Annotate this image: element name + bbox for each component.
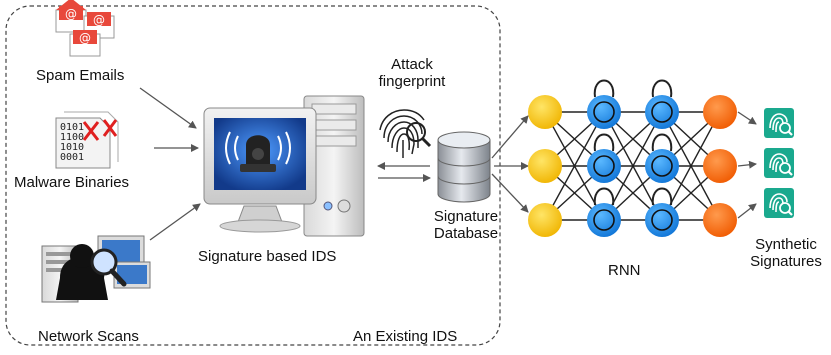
rnn-node-inner-ring [593, 101, 615, 123]
arrow-db-to-rnn-1 [491, 115, 529, 159]
rnn-node-hidden [587, 95, 621, 129]
rnn-recurrent-loop [651, 79, 673, 98]
svg-text:@: @ [93, 13, 105, 27]
fingerprint-icon [379, 109, 432, 158]
attack-fingerprint-line2: fingerprint [378, 73, 446, 90]
rnn-node-input [528, 95, 562, 129]
rnn-recurrent-loop [651, 187, 673, 206]
spam-emails-icon: @ @ @ [55, 0, 115, 57]
arrow-out-1 [737, 111, 757, 125]
synthetic-signatures-icons [764, 108, 794, 218]
rnn-node-inner-ring [593, 155, 615, 177]
rnn-node-output [703, 203, 737, 237]
signature-database-line2: Database [433, 225, 499, 242]
signature-database-label: Signature Database [430, 208, 502, 242]
signature-based-ids-label: Signature based IDS [198, 248, 337, 265]
arrow-scans-to-ids [149, 203, 201, 241]
rnn-recurrent-loop [593, 133, 615, 152]
binary-line-3: 1010 [60, 142, 84, 153]
signature-database-line1: Signature [433, 208, 499, 225]
arrow-spam-to-ids [139, 87, 197, 129]
network-scans-icon [41, 235, 151, 303]
binary-line-4: 0001 [60, 152, 84, 163]
binary-line-1: 0101 [60, 122, 84, 133]
rnn-node-hidden [587, 203, 621, 237]
rnn-node-input [528, 203, 562, 237]
rnn-recurrent-loops [593, 79, 673, 206]
rnn-recurrent-loop [593, 79, 615, 98]
spam-emails-label: Spam Emails [36, 67, 125, 84]
svg-text:@: @ [79, 31, 91, 45]
malware-binaries-label: Malware Binaries [14, 174, 130, 191]
rnn-recurrent-loop [593, 187, 615, 206]
computer-ids-icon [203, 95, 365, 237]
signature-database-icon [437, 131, 491, 203]
synthetic-signatures-line1: Synthetic [755, 236, 817, 253]
arrow-db-to-rnn-3 [491, 173, 529, 213]
rnn-node-inner-ring [651, 209, 673, 231]
arrow-out-3 [737, 203, 757, 219]
rnn-nodes [528, 95, 737, 237]
rnn-node-output [703, 95, 737, 129]
synthetic-signatures-label: Synthetic Signatures [744, 236, 828, 270]
rnn-recurrent-loop [651, 133, 673, 152]
svg-text:@: @ [65, 7, 77, 21]
attack-fingerprint-label: Attack fingerprint [372, 56, 452, 90]
rnn-node-hidden [587, 149, 621, 183]
rnn-node-inner-ring [593, 209, 615, 231]
network-scans-label: Network Scans [38, 328, 139, 345]
binary-line-2: 1100 [60, 132, 84, 143]
synthetic-signatures-line2: Signatures [750, 253, 822, 270]
rnn-node-output [703, 149, 737, 183]
rnn-node-hidden [645, 149, 679, 183]
synthetic-signature-icon [764, 188, 794, 218]
rnn-edge [544, 111, 605, 221]
rnn-label: RNN [608, 262, 641, 279]
synthetic-signature-icon [764, 148, 794, 178]
rnn-node-inner-ring [651, 101, 673, 123]
rnn-node-hidden [645, 95, 679, 129]
attack-fingerprint-line1: Attack [391, 56, 433, 73]
existing-ids-label: An Existing IDS [353, 328, 458, 345]
rnn-node-inner-ring [651, 155, 673, 177]
arrow-out-2 [737, 160, 757, 169]
rnn-edges [544, 111, 721, 221]
synthetic-signature-icon [764, 108, 794, 138]
malware-binaries-icon: 0101 1100 1010 0001 [55, 111, 119, 169]
rnn-node-input [528, 149, 562, 183]
rnn-node-hidden [645, 203, 679, 237]
